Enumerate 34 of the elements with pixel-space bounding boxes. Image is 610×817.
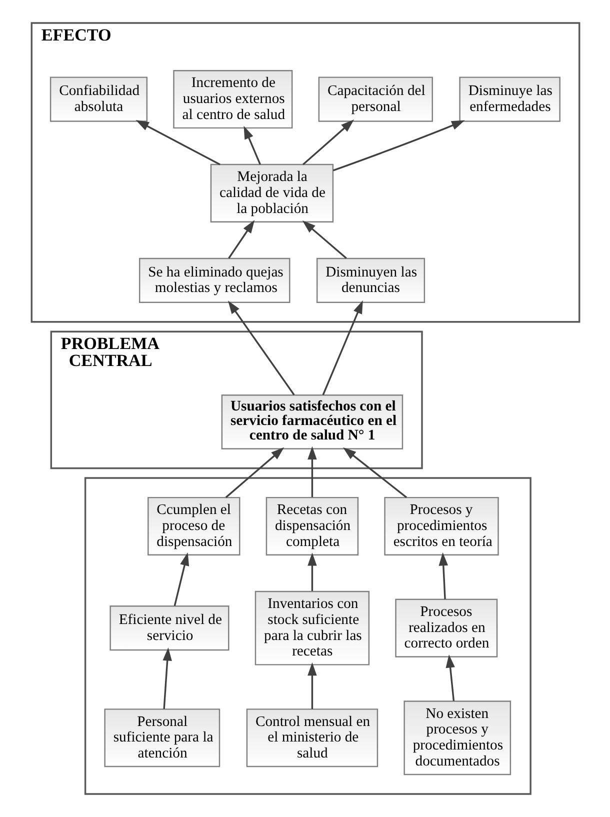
node-box: Ccumplen el proceso de dispensación <box>147 496 240 556</box>
node-box: Recetas con dispensación completa <box>265 496 358 556</box>
node-box: Incremento de usuarios externos al centro de salud <box>172 70 292 129</box>
node-box: Disminuyen las denuncias <box>316 258 425 303</box>
arrow <box>438 552 448 600</box>
arrow <box>307 552 316 591</box>
arrow <box>307 662 316 709</box>
node-box: No existen procesos y procedimientos documentados <box>403 700 511 776</box>
node-box: Procesos y procedimientos escritos en teoría <box>384 496 498 556</box>
arrow <box>307 446 316 498</box>
node-box: Eficiente nivel de servicio <box>109 606 229 651</box>
node-box: Procesos realizados en correcto orden <box>394 598 498 658</box>
arrow <box>224 447 284 498</box>
arrow <box>228 220 254 259</box>
arrow <box>322 300 362 396</box>
arrow <box>445 654 454 701</box>
node-box: Personal suficiente para la atención <box>104 708 220 768</box>
node-box: Se ha eliminado quejas molestias y reclamos <box>138 258 290 303</box>
arrow <box>302 220 346 259</box>
arrow <box>227 300 294 396</box>
arrow <box>332 120 464 172</box>
arrow <box>135 120 220 166</box>
cluster <box>84 477 531 795</box>
node-box: Usuarios satisfechos con el servicio farmacéutico en el centro de salud N° 1 <box>220 394 403 450</box>
arrow <box>173 552 189 606</box>
node-box: Inventarios con stock suficiente para la cubrir las recetas <box>254 590 370 666</box>
node-box: Capacitación del personal <box>318 76 432 122</box>
node-box: Disminuye las enfermedades <box>458 76 560 122</box>
arrow <box>302 120 354 166</box>
node-box: Confiabilidad absoluta <box>49 76 148 122</box>
arrow <box>243 126 261 165</box>
node-box: Control mensual en el ministerio de salud <box>246 708 378 768</box>
node-box: Mejorada la calidad de vida de la población <box>210 164 334 222</box>
arrow <box>162 647 172 710</box>
